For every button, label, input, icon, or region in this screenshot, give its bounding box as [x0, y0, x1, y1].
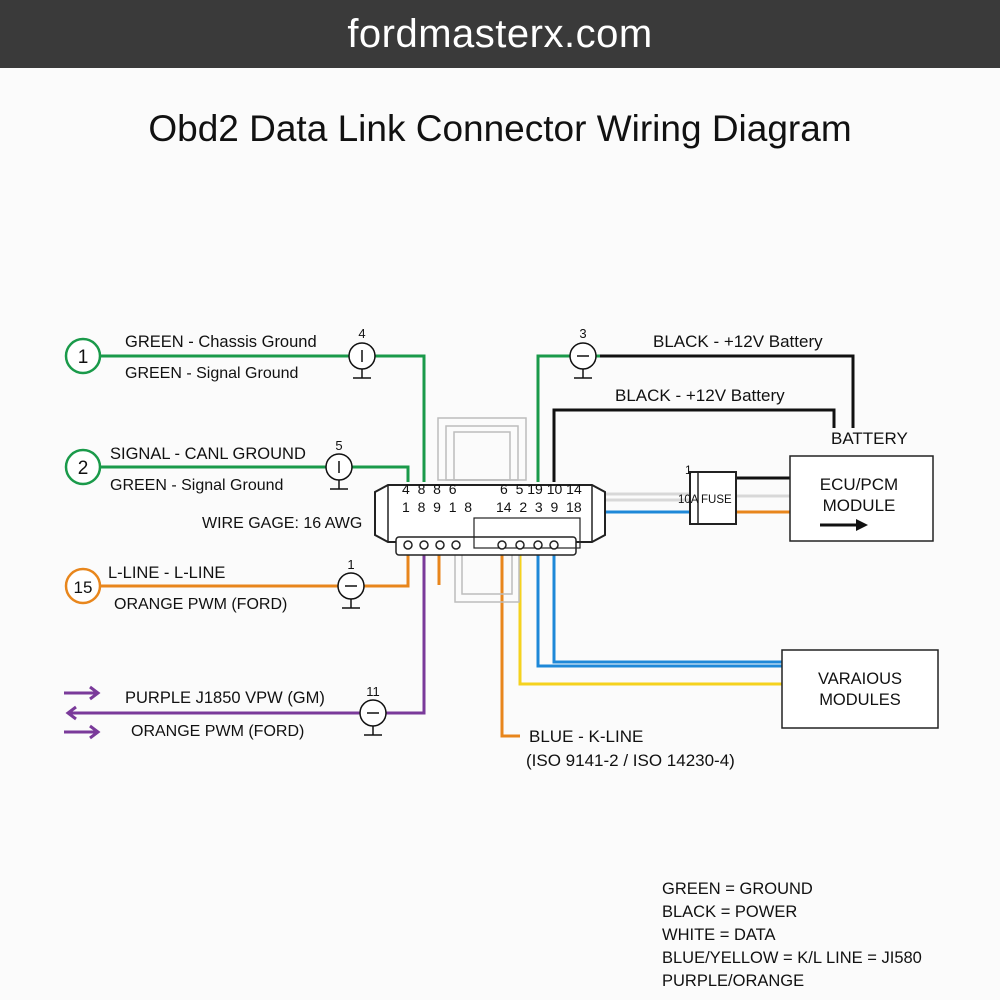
ecu-label-1: ECU/PCM [820, 475, 898, 494]
label-kline-2: (ISO 9141-2 / ISO 14230-4) [526, 751, 735, 770]
label-kline-1: BLUE - K-LINE [529, 727, 643, 746]
ground-number-4: 4 [358, 326, 365, 341]
ground-number-5: 5 [335, 438, 342, 453]
ecu-label-2: MODULE [823, 496, 896, 515]
wire-blue-modules [536, 545, 782, 668]
label-row2-bottom: GREEN - Signal Ground [110, 477, 283, 494]
ground-symbol-3 [569, 342, 597, 379]
wire-purple [100, 545, 426, 715]
modules-label-2: MODULES [819, 691, 901, 709]
arrow-right-icon [820, 519, 868, 531]
fuse-label: 10A FUSE [678, 494, 732, 506]
legend-item-white: WHITE = DATA [662, 926, 776, 944]
label-battery-mid: BLACK - +12V Battery [615, 386, 785, 405]
wire-white-data [602, 492, 690, 502]
wire-orange-15 [100, 545, 410, 588]
wire-orange-kline [500, 545, 520, 738]
diagram-title: Obd2 Data Link Connector Wiring Diagram [148, 108, 852, 149]
ground-number-3: 3 [579, 326, 586, 341]
pin-circle-15: 15 [64, 567, 102, 605]
fuse: 1 10A FUSE [678, 463, 737, 525]
svg-text:15: 15 [74, 578, 93, 597]
label-row1-bottom: GREEN - Signal Ground [125, 365, 298, 382]
battery-label: BATTERY [831, 429, 908, 448]
ground-symbol-5 [325, 453, 353, 490]
connector-bottom-left: 1 8 9 1 8 [402, 499, 472, 515]
ground-number-1: 1 [347, 557, 354, 572]
color-legend: GREEN = GROUND BLACK = POWER WHITE = DAT… [662, 878, 922, 993]
label-row3-top: L-LINE - L-LINE [108, 564, 225, 582]
wire-green-2 [100, 465, 410, 482]
ground-number-11: 11 [366, 684, 380, 699]
modules-label-1: VARAIOUS [818, 670, 902, 688]
pin-circle-1: 1 [64, 337, 102, 375]
wire-black-battery-mid [552, 408, 836, 482]
site-banner: fordmasterx.com [0, 0, 1000, 68]
legend-item-black: BLACK = POWER [662, 903, 798, 921]
svg-text:2: 2 [78, 458, 89, 479]
label-row1-top: GREEN - Chassis Ground [125, 333, 317, 351]
label-battery-top: BLACK - +12V Battery [653, 332, 823, 351]
label-gauge: WIRE GAGE: 16 AWG [202, 515, 362, 532]
connector-pins [403, 540, 559, 550]
label-row2-top: SIGNAL - CANL GROUND [110, 445, 306, 463]
label-row3-bottom: ORANGE PWM (FORD) [114, 596, 287, 613]
ground-symbol-4 [348, 342, 376, 379]
site-name: fordmasterx.com [347, 11, 653, 56]
connector-bottom-right: 14 2 3 9 18 [496, 499, 582, 515]
connector-top-left: 4 8 8 6 [402, 481, 457, 497]
ground-symbol-1 [337, 572, 365, 609]
legend-item-purple-orange: PURPLE/ORANGE [662, 972, 805, 990]
various-modules-box: VARAIOUS MODULES [781, 649, 939, 729]
label-row4-top: PURPLE J1850 VPW (GM) [125, 689, 325, 707]
purple-arrows [64, 685, 101, 740]
label-row4-bottom: ORANGE PWM (FORD) [131, 723, 304, 740]
ground-symbol-11 [359, 699, 387, 736]
ecu-pcm-box: ECU/PCM MODULE [789, 455, 934, 542]
legend-item-green: GREEN = GROUND [662, 880, 813, 898]
pin-circle-2: 2 [64, 448, 102, 486]
obd2-connector: 4 8 8 6 1 8 9 1 8 6 5 19 10 14 14 2 3 9 … [374, 481, 606, 556]
wire-yellow-modules [518, 545, 782, 686]
svg-text:1: 1 [78, 347, 89, 368]
legend-item-blue-yellow: BLUE/YELLOW = K/L LINE = JI580 [662, 949, 922, 967]
connector-top-right: 6 5 19 10 14 [500, 481, 582, 497]
wire-black-battery-top [600, 354, 855, 428]
wire-green-1 [100, 354, 426, 482]
fuse-number: 1 [685, 463, 692, 477]
